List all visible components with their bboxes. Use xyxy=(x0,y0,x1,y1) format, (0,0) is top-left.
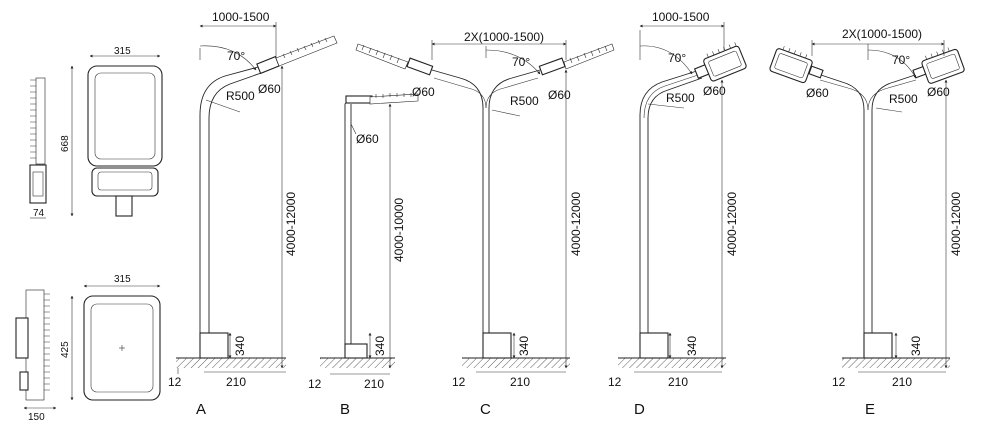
pole-letter: E xyxy=(865,401,875,418)
foot-left-label: 12 xyxy=(452,375,466,389)
side-depth-label: 74 xyxy=(33,208,45,219)
foot-right-label: 210 xyxy=(226,375,246,389)
foot-right-label: 210 xyxy=(668,375,688,389)
diameter-right-label: Ø60 xyxy=(927,85,950,99)
base-height-label: 340 xyxy=(685,336,699,356)
pole-letter: B xyxy=(340,401,350,418)
height-label: 4000-12000 xyxy=(284,192,298,256)
pole-b: Ø60 4000-10000 340 12 210 B xyxy=(308,93,419,418)
arm-length-label: 1000-1500 xyxy=(652,10,710,24)
angle-label: 70° xyxy=(227,49,245,63)
angle-label: 70° xyxy=(512,55,530,69)
flood-head-side-view: 150 xyxy=(15,289,57,423)
base-height-label: 340 xyxy=(233,336,247,356)
base-height-label: 340 xyxy=(909,336,923,356)
foot-left-label: 12 xyxy=(832,375,846,389)
radius-label: R500 xyxy=(666,91,695,105)
front-width-label: 315 xyxy=(114,46,131,57)
flood-depth-label: 150 xyxy=(28,412,45,423)
diameter-label: Ø60 xyxy=(356,132,379,146)
foot-right-label: 210 xyxy=(510,375,530,389)
angle-label: 70° xyxy=(892,53,910,67)
height-label: 4000-12000 xyxy=(949,192,963,256)
street-head-side-view: 74 xyxy=(29,77,47,219)
flood-height-label: 425 xyxy=(60,341,71,358)
height-label: 4000-12000 xyxy=(725,192,739,256)
foot-right-label: 210 xyxy=(364,377,384,391)
diameter-label: Ø60 xyxy=(258,82,281,96)
radius-label: R500 xyxy=(889,92,918,106)
diameter-left-label: Ø60 xyxy=(806,86,829,100)
front-height-label: 668 xyxy=(60,135,71,152)
base-height-label: 340 xyxy=(517,336,531,356)
arm-length-label: 1000-1500 xyxy=(212,10,270,24)
fixture-details: 74 315 668 150 315 xyxy=(15,46,163,423)
pole-d: 1000-1500 70° R500 Ø60 4000-12000 340 12… xyxy=(608,10,747,418)
pole-e: 2X(1000-1500) 70° R500 Ø60 Ø60 4000-1200… xyxy=(769,27,965,418)
arm-length-label: 2X(1000-1500) xyxy=(464,30,544,44)
flood-width-label: 315 xyxy=(114,274,131,285)
radius-label: R500 xyxy=(510,94,539,108)
diameter-left-label: Ø60 xyxy=(412,85,435,99)
pole-letter: A xyxy=(196,401,206,418)
foot-left-label: 12 xyxy=(308,377,322,391)
foot-left-label: 12 xyxy=(608,375,622,389)
pole-a: 1000-1500 70° R500 Ø60 4000-12000 340 12… xyxy=(168,10,338,418)
diameter-label: Ø60 xyxy=(703,84,726,98)
pole-letter: D xyxy=(634,401,645,418)
street-head-front-view: 315 668 xyxy=(60,46,163,217)
arm-length-label: 2X(1000-1500) xyxy=(842,27,922,41)
height-label: 4000-10000 xyxy=(392,198,406,262)
foot-left-label: 12 xyxy=(168,375,182,389)
radius-label: R500 xyxy=(226,89,255,103)
foot-right-label: 210 xyxy=(892,375,912,389)
height-label: 4000-12000 xyxy=(569,192,583,256)
pole-c: 2X(1000-1500) 70° R500 Ø60 Ø60 4000-1200… xyxy=(355,30,615,418)
flood-head-front-view: 315 425 xyxy=(60,274,161,401)
pole-letter: C xyxy=(480,401,491,418)
base-height-label: 340 xyxy=(373,336,387,356)
angle-label: 70° xyxy=(668,51,686,65)
diameter-right-label: Ø60 xyxy=(548,88,571,102)
